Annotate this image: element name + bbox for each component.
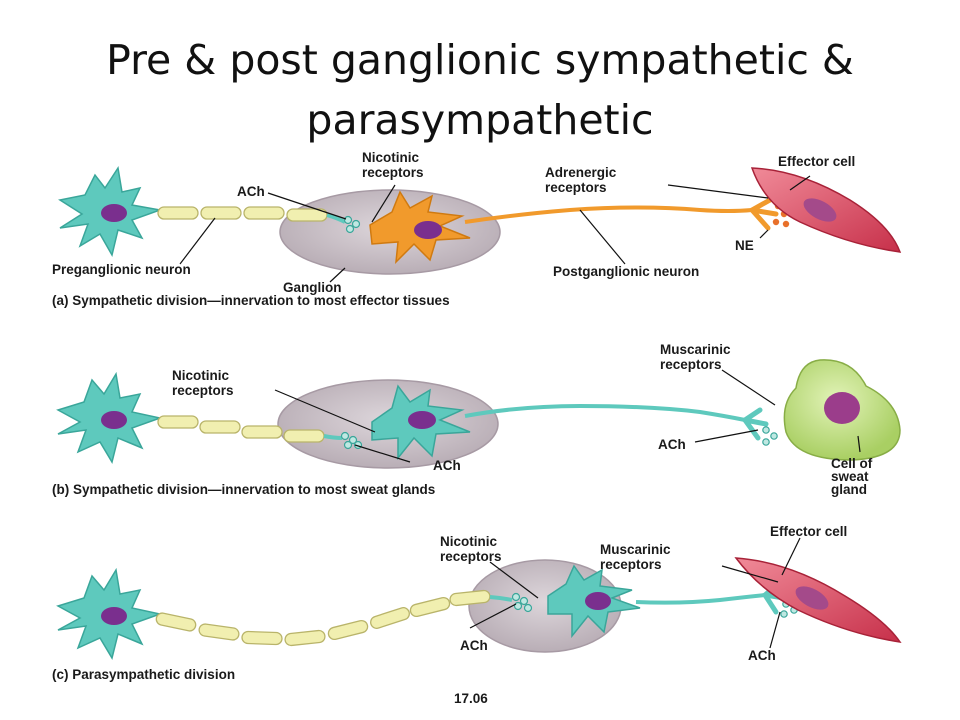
label-gland-3: gland xyxy=(831,482,867,497)
postganglionic-neuron-a xyxy=(369,190,779,265)
label-gland-2: sweat xyxy=(831,469,869,484)
title-line-1: Pre & post ganglionic sympathetic & xyxy=(106,36,854,84)
panel-c: Nicotinic receptors Muscarinic receptors… xyxy=(52,524,902,682)
figure-number: 17.06 xyxy=(454,691,488,706)
panel-a: ACh Nicotinic receptors Adrenergic recep… xyxy=(52,150,902,308)
myelin-sheath-a xyxy=(157,206,328,222)
label-nicotinic-c-1: Nicotinic xyxy=(440,534,497,549)
label-nicotinic-b-2: receptors xyxy=(172,383,234,398)
label-muscarinic-c-1: Muscarinic xyxy=(600,542,671,557)
label-ach-a: ACh xyxy=(237,184,265,199)
label-adrenergic-2: receptors xyxy=(545,180,607,195)
label-ach-c-ganglion: ACh xyxy=(460,638,488,653)
label-preganglionic: Preganglionic neuron xyxy=(52,262,191,277)
label-effector-a: Effector cell xyxy=(778,154,855,169)
label-nicotinic-a-2: receptors xyxy=(362,165,424,180)
label-ach-b-ganglion: ACh xyxy=(433,458,461,473)
label-nicotinic-a-1: Nicotinic xyxy=(362,150,419,165)
leader-lines-a xyxy=(179,175,811,283)
myelin-sheath-c xyxy=(155,589,491,647)
label-muscarinic-b-1: Muscarinic xyxy=(660,342,731,357)
synaptic-vesicles-b xyxy=(340,431,363,450)
label-nicotinic-b-1: Nicotinic xyxy=(172,368,229,383)
label-ganglion: Ganglion xyxy=(283,280,342,295)
synaptic-vesicles-b-gland xyxy=(762,426,778,446)
leader-lines-c xyxy=(469,537,801,649)
caption-a: (a) Sympathetic division—innervation to … xyxy=(52,293,450,308)
label-ach-b-gland: ACh xyxy=(658,437,686,452)
label-ach-c-effector: ACh xyxy=(748,648,776,663)
title-line-2: parasympathetic xyxy=(306,96,654,144)
leader-lines-b xyxy=(274,369,861,463)
caption-b: (b) Sympathetic division—innervation to … xyxy=(52,482,435,497)
caption-c: (c) Parasympathetic division xyxy=(52,667,235,682)
label-postganglionic: Postganglionic neuron xyxy=(553,264,699,279)
synaptic-vesicles-a xyxy=(343,215,361,234)
label-ne: NE xyxy=(735,238,754,253)
label-effector-c: Effector cell xyxy=(770,524,847,539)
preganglionic-neuron-a xyxy=(58,165,163,258)
label-nicotinic-c-2: receptors xyxy=(440,549,502,564)
slide-title: Pre & post ganglionic sympathetic & para… xyxy=(0,30,960,150)
preganglionic-neuron-b xyxy=(56,371,163,464)
myelin-sheath-b xyxy=(157,415,325,443)
label-adrenergic-1: Adrenergic xyxy=(545,165,617,180)
preganglionic-neuron-c xyxy=(56,567,163,660)
synaptic-vesicles-c xyxy=(511,592,533,613)
label-muscarinic-b-2: receptors xyxy=(660,357,722,372)
postganglionic-neuron-b xyxy=(371,384,769,461)
panel-b: Nicotinic receptors Muscarinic receptors… xyxy=(52,342,901,497)
label-muscarinic-c-2: receptors xyxy=(600,557,662,572)
label-gland-1: Cell of xyxy=(831,456,873,471)
